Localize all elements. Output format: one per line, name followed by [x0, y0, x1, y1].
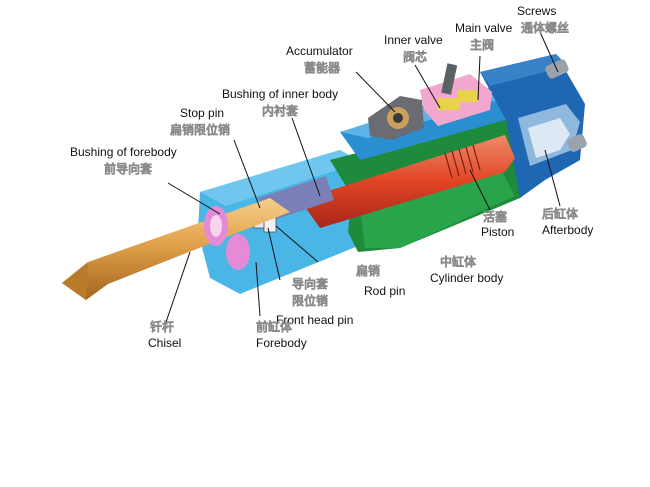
label-screws-zh: 通体螺丝 — [521, 20, 569, 35]
chisel-tip — [62, 262, 88, 300]
label-piston: Piston — [481, 225, 514, 239]
forebody-bushing-back — [226, 234, 250, 270]
forebody-bushing-hole — [210, 215, 222, 237]
label-bushing-inner: Bushing of inner body — [222, 87, 338, 101]
label-accumulator-zh: 蓄能器 — [304, 60, 341, 75]
label-inner-valve: Inner valve — [384, 33, 443, 47]
label-bushing-forebody-zh: 前导向套 — [104, 161, 153, 176]
label-afterbody: Afterbody — [542, 223, 593, 237]
label-chisel-zh: 钎杆 — [150, 319, 174, 334]
label-cylinder-body-zh: 中缸体 — [440, 254, 477, 269]
forebody-top — [200, 150, 362, 206]
label-rod-pin: Rod pin — [364, 284, 405, 298]
label-bushing-forebody: Bushing of forebody — [70, 145, 177, 159]
chisel — [62, 198, 290, 300]
label-main-valve-zh: 主阀 — [470, 37, 494, 52]
label-bushing-inner-zh: 内衬套 — [262, 103, 299, 118]
label-inner-valve-zh: 阀芯 — [403, 49, 427, 64]
label-front-head-pin-zh-2: 限位销 — [292, 293, 328, 308]
afterbody-top — [480, 54, 568, 86]
cylinder-body-front — [360, 168, 515, 248]
label-rod-pin-zh: 扁销 — [356, 263, 380, 278]
label-afterbody-zh: 后缸体 — [542, 206, 579, 221]
label-cylinder-body: Cylinder body — [430, 271, 503, 285]
label-forebody: Forebody — [256, 336, 307, 350]
label-front-head-pin: Front head pin — [276, 313, 353, 327]
label-forebody-zh: 前缸体 — [256, 319, 293, 334]
afterbody-cavity-inner — [528, 118, 570, 158]
label-main-valve: Main valve — [455, 21, 513, 35]
accumulator-part — [368, 96, 424, 140]
leader-lines — [163, 31, 561, 329]
label-front-head-pin-zh-1: 导向套 — [292, 276, 329, 291]
piston-grooves — [444, 144, 481, 179]
label-piston-zh: 活塞 — [483, 209, 508, 224]
label-stop-pin-zh: 扁销限位销 — [170, 122, 230, 137]
label-chisel: Chisel — [148, 336, 181, 350]
label-accumulator: Accumulator — [286, 44, 353, 58]
label-screws: Screws — [517, 4, 556, 18]
label-stop-pin: Stop pin — [180, 106, 224, 120]
main-valve-part — [420, 63, 492, 126]
